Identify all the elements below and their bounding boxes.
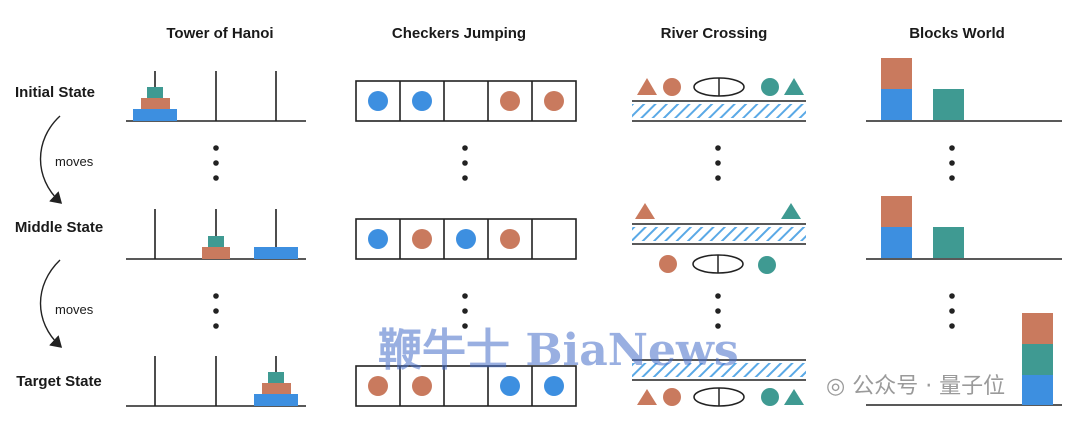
block-orange: [1022, 313, 1053, 344]
triangle-teal: [784, 78, 804, 95]
circle-teal: [761, 78, 779, 96]
title-blocks-world: Blocks World: [909, 25, 1005, 42]
blocks-target: [866, 313, 1062, 406]
checker-piece-orange: [500, 91, 520, 111]
checker-piece-blue: [544, 376, 564, 396]
blocks-middle-dots: [949, 293, 955, 329]
row-label-target-state: Target State: [16, 373, 102, 390]
triangle-teal: [781, 203, 801, 219]
checker-piece-blue: [368, 91, 388, 111]
block-orange: [881, 196, 912, 227]
checker-piece-orange: [412, 376, 432, 396]
river-water: [632, 363, 806, 377]
block-teal: [933, 89, 964, 120]
checkers-target-board: [355, 365, 577, 407]
disk-small: [268, 372, 284, 383]
disk-large: [133, 109, 177, 121]
checkers-initial-board: [355, 80, 577, 122]
hanoi-middle-dots: [213, 293, 219, 329]
disk-large: [254, 394, 298, 406]
moves-label-1: moves: [55, 154, 94, 169]
board-frame: [355, 365, 577, 407]
qbit-watermark-text: 公众号 · 量子位: [852, 374, 1006, 399]
moves-label-2: moves: [55, 302, 94, 317]
block-blue: [1022, 375, 1053, 405]
checker-piece-orange: [544, 91, 564, 111]
board-frame: [355, 218, 577, 260]
checkers-initial-dots: [462, 145, 468, 181]
circle-teal: [761, 388, 779, 406]
checker-piece-orange: [412, 229, 432, 249]
disk-medium: [141, 98, 170, 109]
disk-medium: [202, 247, 230, 259]
disk-medium: [262, 383, 291, 394]
block-blue: [881, 227, 912, 258]
triangle-orange: [637, 389, 657, 405]
hanoi-initial-dots: [213, 145, 219, 181]
circle-orange: [663, 78, 681, 96]
row-label-middle-state: Middle State: [15, 219, 103, 236]
title-river-crossing: River Crossing: [661, 25, 768, 42]
blocks-initial-dots: [949, 145, 955, 181]
river-initial: [632, 77, 806, 122]
river-target: [632, 359, 806, 407]
checker-piece-blue: [456, 229, 476, 249]
blocks-middle: [866, 196, 1062, 260]
title-checkers-jumping: Checkers Jumping: [392, 25, 526, 42]
triangle-teal: [784, 389, 804, 405]
title-tower-of-hanoi: Tower of Hanoi: [166, 25, 273, 42]
qbit-watermark: ◎ 公众号 · 量子位: [826, 368, 1005, 400]
block-teal: [1022, 344, 1053, 375]
river-water: [632, 104, 806, 118]
row-label-initial-state: Initial State: [15, 84, 95, 101]
circle-teal: [758, 256, 776, 274]
river-water: [632, 227, 806, 241]
board-frame: [355, 80, 577, 122]
blocks-initial: [866, 58, 1062, 122]
bianews-watermark: 鞭牛士 BiaNews: [378, 325, 739, 376]
disk-small: [147, 87, 163, 98]
moves-arrow-2: [39, 259, 63, 348]
triangle-orange: [635, 203, 655, 219]
wechat-icon: ◎: [826, 374, 846, 399]
checker-piece-blue: [368, 229, 388, 249]
checker-piece-orange: [368, 376, 388, 396]
disk-small: [208, 236, 224, 247]
hanoi-target: [126, 356, 306, 407]
disk-large: [254, 247, 298, 259]
triangle-orange: [637, 78, 657, 95]
block-blue: [881, 89, 912, 120]
moves-arrow-1: [39, 115, 63, 204]
circle-orange: [663, 388, 681, 406]
river-middle: [632, 203, 806, 274]
block-orange: [881, 58, 912, 89]
hanoi-initial: [126, 71, 306, 122]
river-initial-dots: [715, 145, 721, 181]
checker-piece-orange: [500, 229, 520, 249]
circle-orange: [659, 255, 677, 273]
checkers-middle-board: [355, 218, 577, 260]
checker-piece-blue: [412, 91, 432, 111]
block-teal: [933, 227, 964, 258]
checker-piece-blue: [500, 376, 520, 396]
hanoi-middle: [126, 209, 306, 260]
river-middle-dots: [715, 293, 721, 329]
checkers-middle-dots: [462, 293, 468, 329]
